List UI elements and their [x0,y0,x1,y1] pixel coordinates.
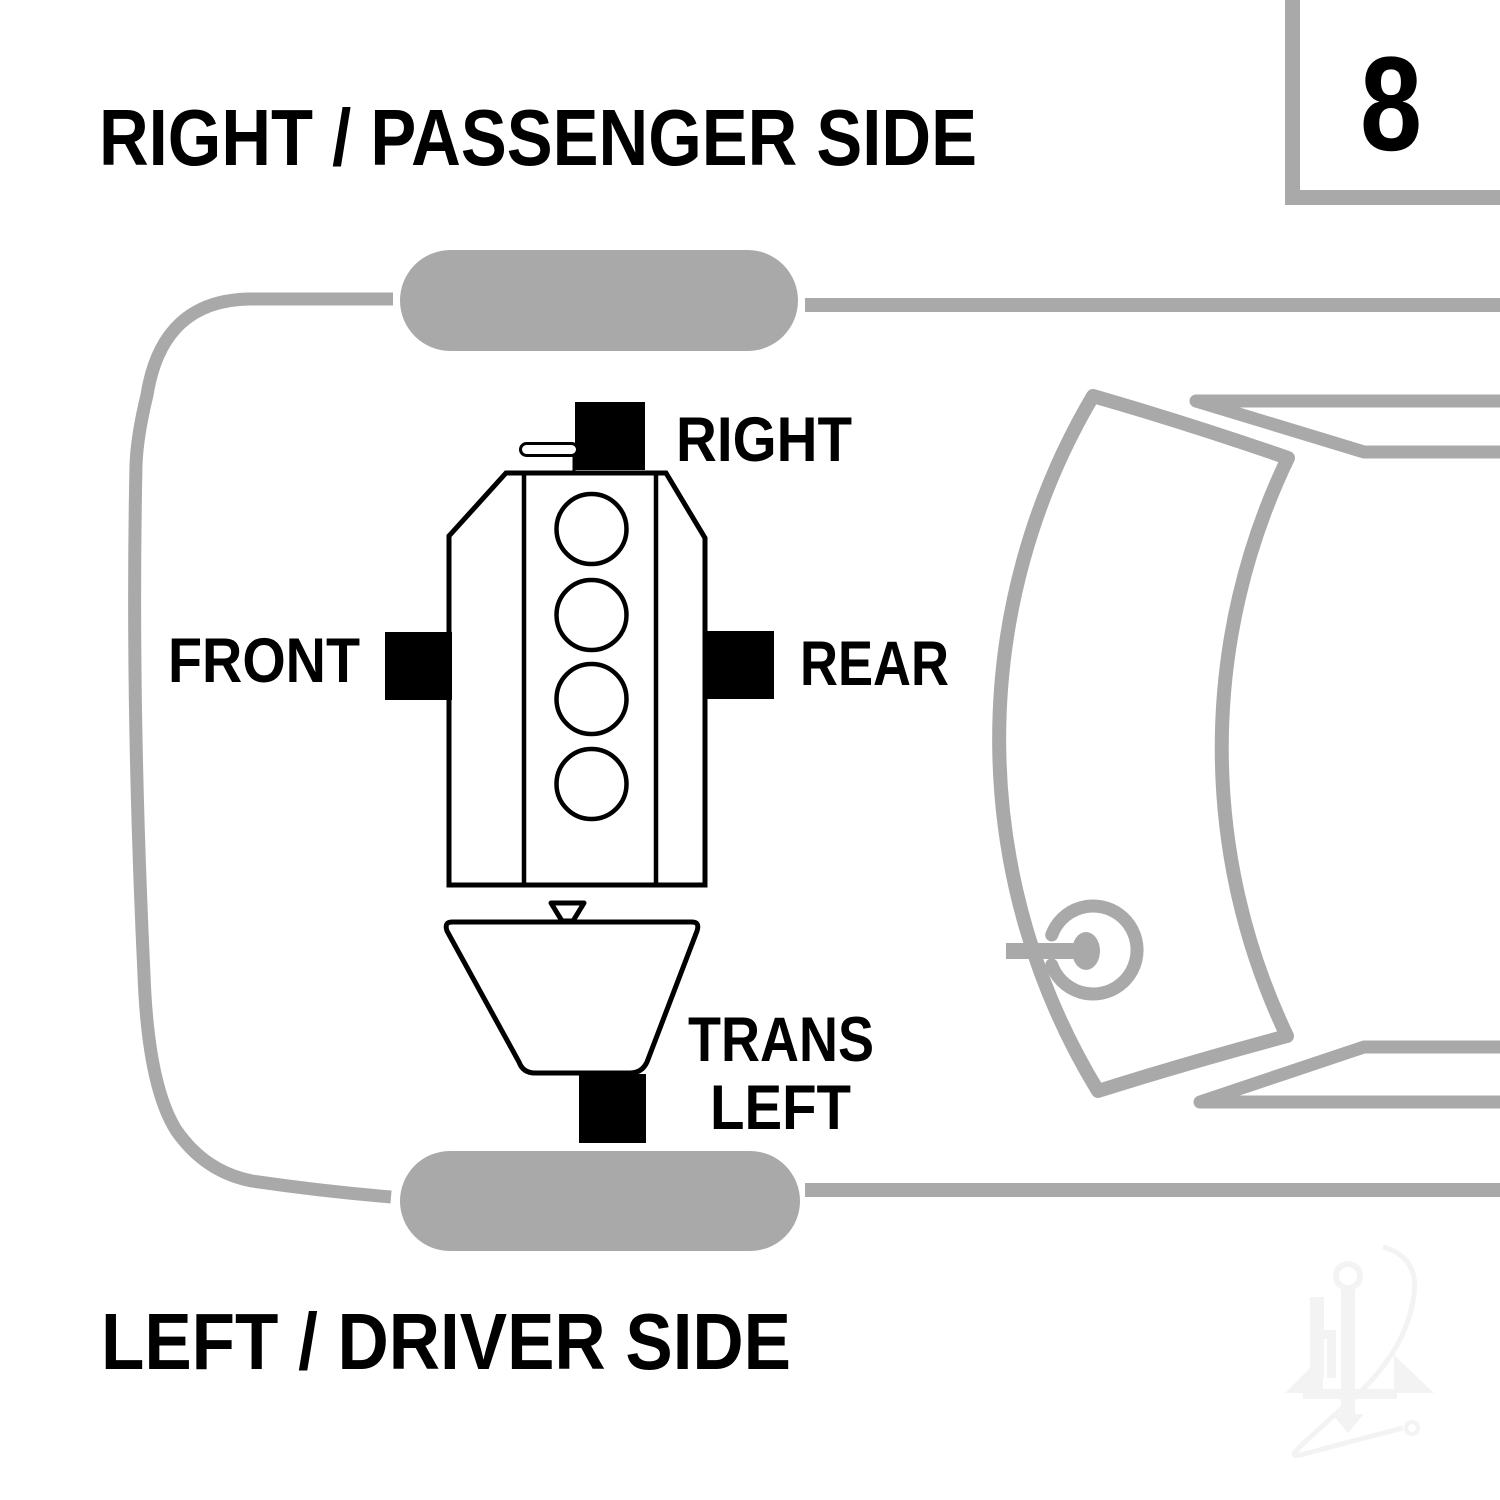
cylinder-3 [554,661,629,737]
page-number-box: 8 [1285,0,1500,205]
label-right: RIGHT [676,405,852,475]
mount-right [575,402,645,470]
page-number: 8 [1360,30,1422,179]
watermark-rope-eyelet [1404,1420,1420,1436]
tire-left-front [400,1151,800,1251]
cylinder-4 [554,746,629,822]
engine-assembly [385,402,774,1143]
tire-right-front [400,250,798,351]
mount-front [385,632,452,700]
header-caption: RIGHT / PASSENGER SIDE [99,93,977,182]
steering-wheel-ring [1045,899,1144,1001]
label-trans-line1: TRANS [688,1005,874,1075]
cylinder-2 [554,577,629,653]
car-windshield [992,389,1295,1098]
watermark-rope [1291,1244,1418,1458]
cylinder-1 [554,491,629,567]
car-outline [128,250,1500,1251]
label-rear: REAR [800,629,949,699]
footer-caption: LEFT / DRIVER SIDE [101,1297,791,1386]
engine-pin [519,442,579,457]
mount-rear [707,631,774,699]
car-roof-line-top [1189,394,1500,459]
steering-wheel-hub [1072,932,1100,970]
page-number-box-left-border [1285,0,1300,205]
transmission [443,919,701,1076]
page-number-box-bottom-border [1285,190,1500,205]
label-trans-line2: LEFT [710,1073,851,1143]
engine-funnel [548,900,587,924]
anchor-watermark-icon [1285,1244,1434,1458]
watermark-anchor [1285,1261,1434,1433]
car-roof-line-bottom [1193,1040,1500,1109]
car-front-outline [128,292,393,1204]
mount-trans-left [579,1074,646,1143]
label-front: FRONT [168,626,360,696]
